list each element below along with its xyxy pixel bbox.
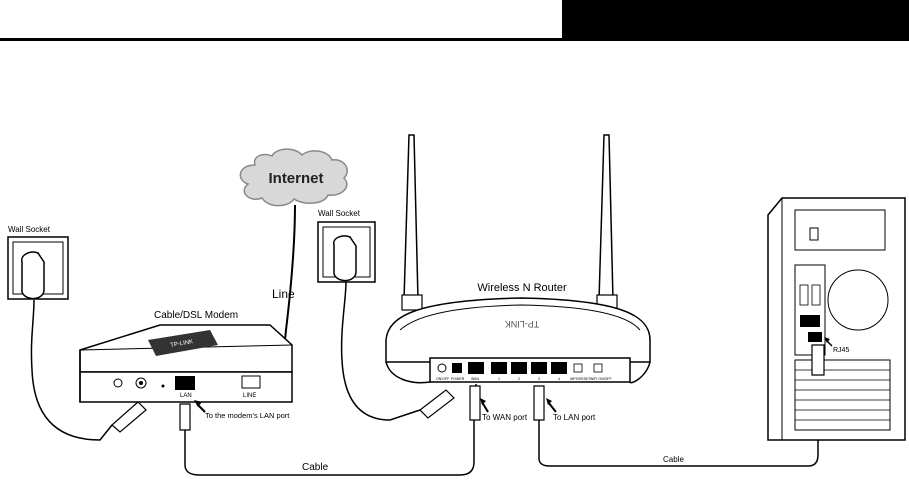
header-rule [0, 38, 909, 41]
router-wan-plug [470, 386, 480, 420]
to-wan-label: To WAN port [482, 413, 528, 422]
pc-rj45-plug [812, 345, 824, 375]
cable-right-label: Cable [663, 455, 684, 464]
port-label-power: POWER [451, 377, 465, 381]
cable-left-label: Cable [302, 462, 329, 473]
header-black-box [562, 0, 909, 38]
port-label-4: 4 [558, 377, 560, 381]
modem-line-port-label: LINE [243, 393, 256, 399]
to-lan-label: To LAN port [553, 413, 596, 422]
router-onoff-button [438, 364, 446, 372]
modem-lan-plug [180, 404, 190, 430]
modem-title: Cable/DSL Modem [154, 310, 238, 321]
rj45-label: RJ45 [833, 347, 849, 354]
router-lan-port-2 [511, 362, 527, 374]
pc-rj45-port [808, 332, 822, 342]
router-lan-port-1 [491, 362, 507, 374]
router-lan-port-4 [551, 362, 567, 374]
pc-tower [768, 198, 905, 440]
port-label-wan: WAN [471, 377, 480, 381]
router-logo: TP-LINK [505, 319, 540, 329]
modem-lan-port-label: LAN [180, 393, 192, 399]
router-lan-port-3 [531, 362, 547, 374]
wall-socket-left: Wall Socket [8, 225, 146, 440]
modem-line-port [242, 376, 260, 388]
modem: Cable/DSL Modem TP-LINK LAN LINE [80, 310, 292, 402]
router-power-jack [452, 363, 462, 373]
port-label-wifi: WIFI ON/OFF [590, 377, 612, 381]
router-title: Wireless N Router [477, 282, 567, 294]
to-modem-lan-label: To the modem's LAN port [205, 411, 290, 420]
port-label-onoff: ON/OFF [436, 377, 449, 381]
port-label-2: 2 [518, 377, 520, 381]
port-label-1: 1 [498, 377, 500, 381]
modem-lan-port [175, 376, 195, 390]
wall-socket-right-label: Wall Socket [318, 209, 361, 218]
internet-cloud: Internet [240, 149, 347, 206]
line-label: Line [272, 287, 295, 301]
router-antenna-left [402, 135, 422, 310]
internet-label: Internet [268, 170, 323, 187]
router-wan-port [468, 362, 484, 374]
port-label-3: 3 [538, 377, 540, 381]
router-lan-plug [534, 386, 544, 420]
router-antenna-right [597, 135, 617, 310]
wall-socket-left-label: Wall Socket [8, 225, 51, 234]
port-label-wps: WPS/RESET [570, 377, 591, 381]
